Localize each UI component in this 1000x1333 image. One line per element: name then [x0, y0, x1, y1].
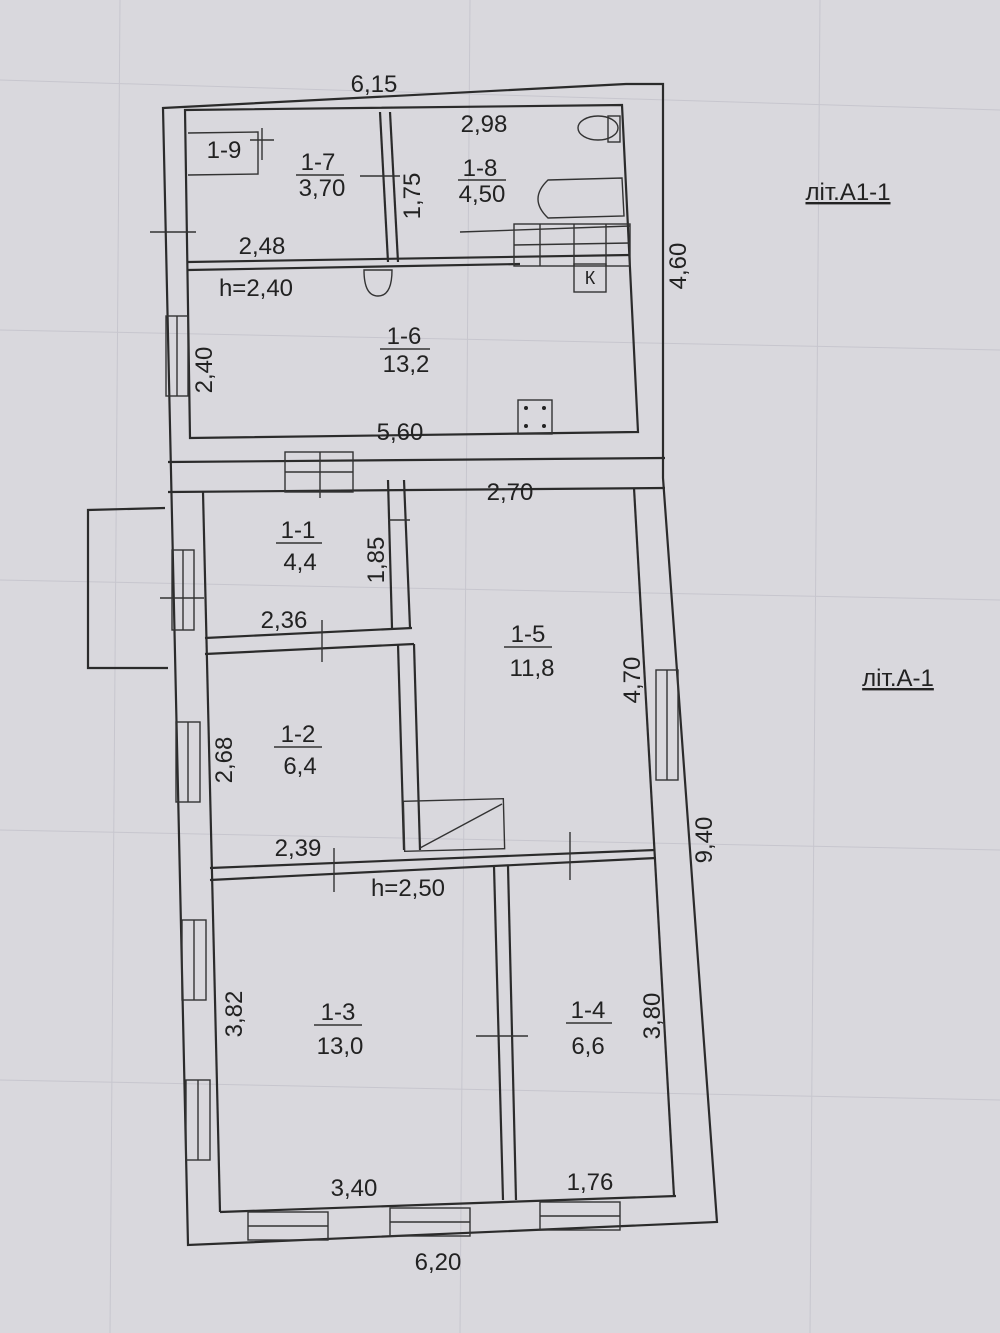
dim-bath-width: 2,98: [461, 111, 508, 138]
boiler-mark: К: [585, 268, 596, 288]
dim-r15-width: 2,70: [487, 479, 534, 506]
partition-a1-a-2: [167, 486, 666, 494]
label-lit-a1: літ.А1-1: [805, 179, 890, 206]
room-1-4-id: 1-4: [571, 997, 606, 1024]
dim-r13-height: 3,82: [221, 991, 248, 1038]
dim-r17-height: 1,75: [399, 173, 426, 220]
bathtub-icon: [537, 177, 625, 219]
wall-12-15: [396, 643, 406, 851]
boiler-icon: [573, 263, 607, 293]
plan-labels: 6,15 2,98 1-9 1-7 3,70 1-8 4,50 1,75 літ…: [191, 71, 934, 1276]
outer-wall: [161, 82, 719, 1247]
room-1-4-area: 6,6: [571, 1033, 604, 1060]
room-1-9-id: 1-9: [207, 137, 242, 164]
dim-bottom-width: 6,20: [415, 1249, 462, 1276]
dim-r12-width: 2,39: [275, 835, 322, 862]
room-1-8-area: 4,50: [459, 181, 506, 208]
dim-r13-width: 3,40: [331, 1175, 378, 1202]
dim-top-width: 6,15: [351, 71, 398, 98]
porch: [86, 506, 168, 670]
room-1-7-id: 1-7: [301, 149, 336, 176]
toilet-icon: [577, 115, 619, 141]
room-1-1-area: 4,4: [283, 549, 316, 576]
room-1-3-area: 13,0: [317, 1033, 364, 1060]
partition-17-16: [187, 253, 631, 264]
wall-17-18-b: [388, 111, 400, 263]
wall-12-13-b: [209, 856, 657, 882]
inner-left-wall: [201, 491, 222, 1213]
room-1-2-id: 1-2: [281, 721, 316, 748]
room-1-5-area: 11,8: [510, 655, 555, 682]
inner-wall-upper: [183, 103, 640, 440]
wall-11-12-b: [204, 642, 415, 656]
closet-1-9: [187, 131, 259, 176]
room-1-6-id: 1-6: [387, 323, 422, 350]
room-1-3-id: 1-3: [321, 999, 356, 1026]
room-1-2-area: 6,4: [283, 753, 316, 780]
dim-r12-height: 2,68: [211, 737, 238, 784]
bath-partition: [459, 225, 631, 233]
label-lit-a: літ.А-1: [862, 665, 934, 692]
dim-r14-height: 3,80: [639, 993, 666, 1040]
stove-block: [402, 797, 506, 853]
room-1-5-id: 1-5: [511, 621, 546, 648]
dim-r16-width: 5,60: [377, 419, 424, 446]
wall-12-13: [209, 848, 656, 870]
partition-a1-a: [167, 456, 666, 464]
sink-icon: [363, 269, 393, 297]
cooker-icon: [517, 399, 553, 435]
dim-r11-height: 1,85: [363, 537, 390, 584]
inner-right-wall: [632, 487, 676, 1197]
dim-r16-height: 2,40: [191, 347, 218, 394]
wall-13-14: [492, 865, 505, 1201]
walls: [86, 82, 719, 1247]
wall-11-15: [386, 479, 394, 629]
dim-a1-ceiling: h=2,40: [219, 275, 293, 302]
inner-bottom-wall: [219, 1194, 677, 1214]
dim-r14-width: 1,76: [567, 1169, 614, 1196]
wall-12-15-b: [412, 643, 422, 851]
wall-11-15-b: [402, 479, 412, 629]
doors: [150, 128, 571, 1037]
wall-17-18: [378, 111, 390, 263]
room-1-8-id: 1-8: [463, 155, 498, 182]
dim-r11-width: 2,36: [261, 607, 308, 634]
fixtures: [363, 115, 631, 435]
dim-r17-width: 2,48: [239, 233, 286, 260]
room-1-6-area: 13,2: [383, 351, 430, 378]
partition-17-16-b: [187, 262, 521, 272]
dim-a-ceiling: h=2,50: [371, 875, 445, 902]
wall-11-12: [204, 626, 413, 640]
room-1-7-area: 3,70: [299, 175, 346, 202]
room-1-1-id: 1-1: [281, 517, 316, 544]
dim-r15-height: 4,70: [619, 657, 646, 704]
dim-total-height: 9,40: [691, 817, 718, 864]
windows: [165, 315, 679, 1241]
wall-13-14-b: [506, 865, 518, 1201]
dim-a1-height: 4,60: [665, 243, 692, 290]
